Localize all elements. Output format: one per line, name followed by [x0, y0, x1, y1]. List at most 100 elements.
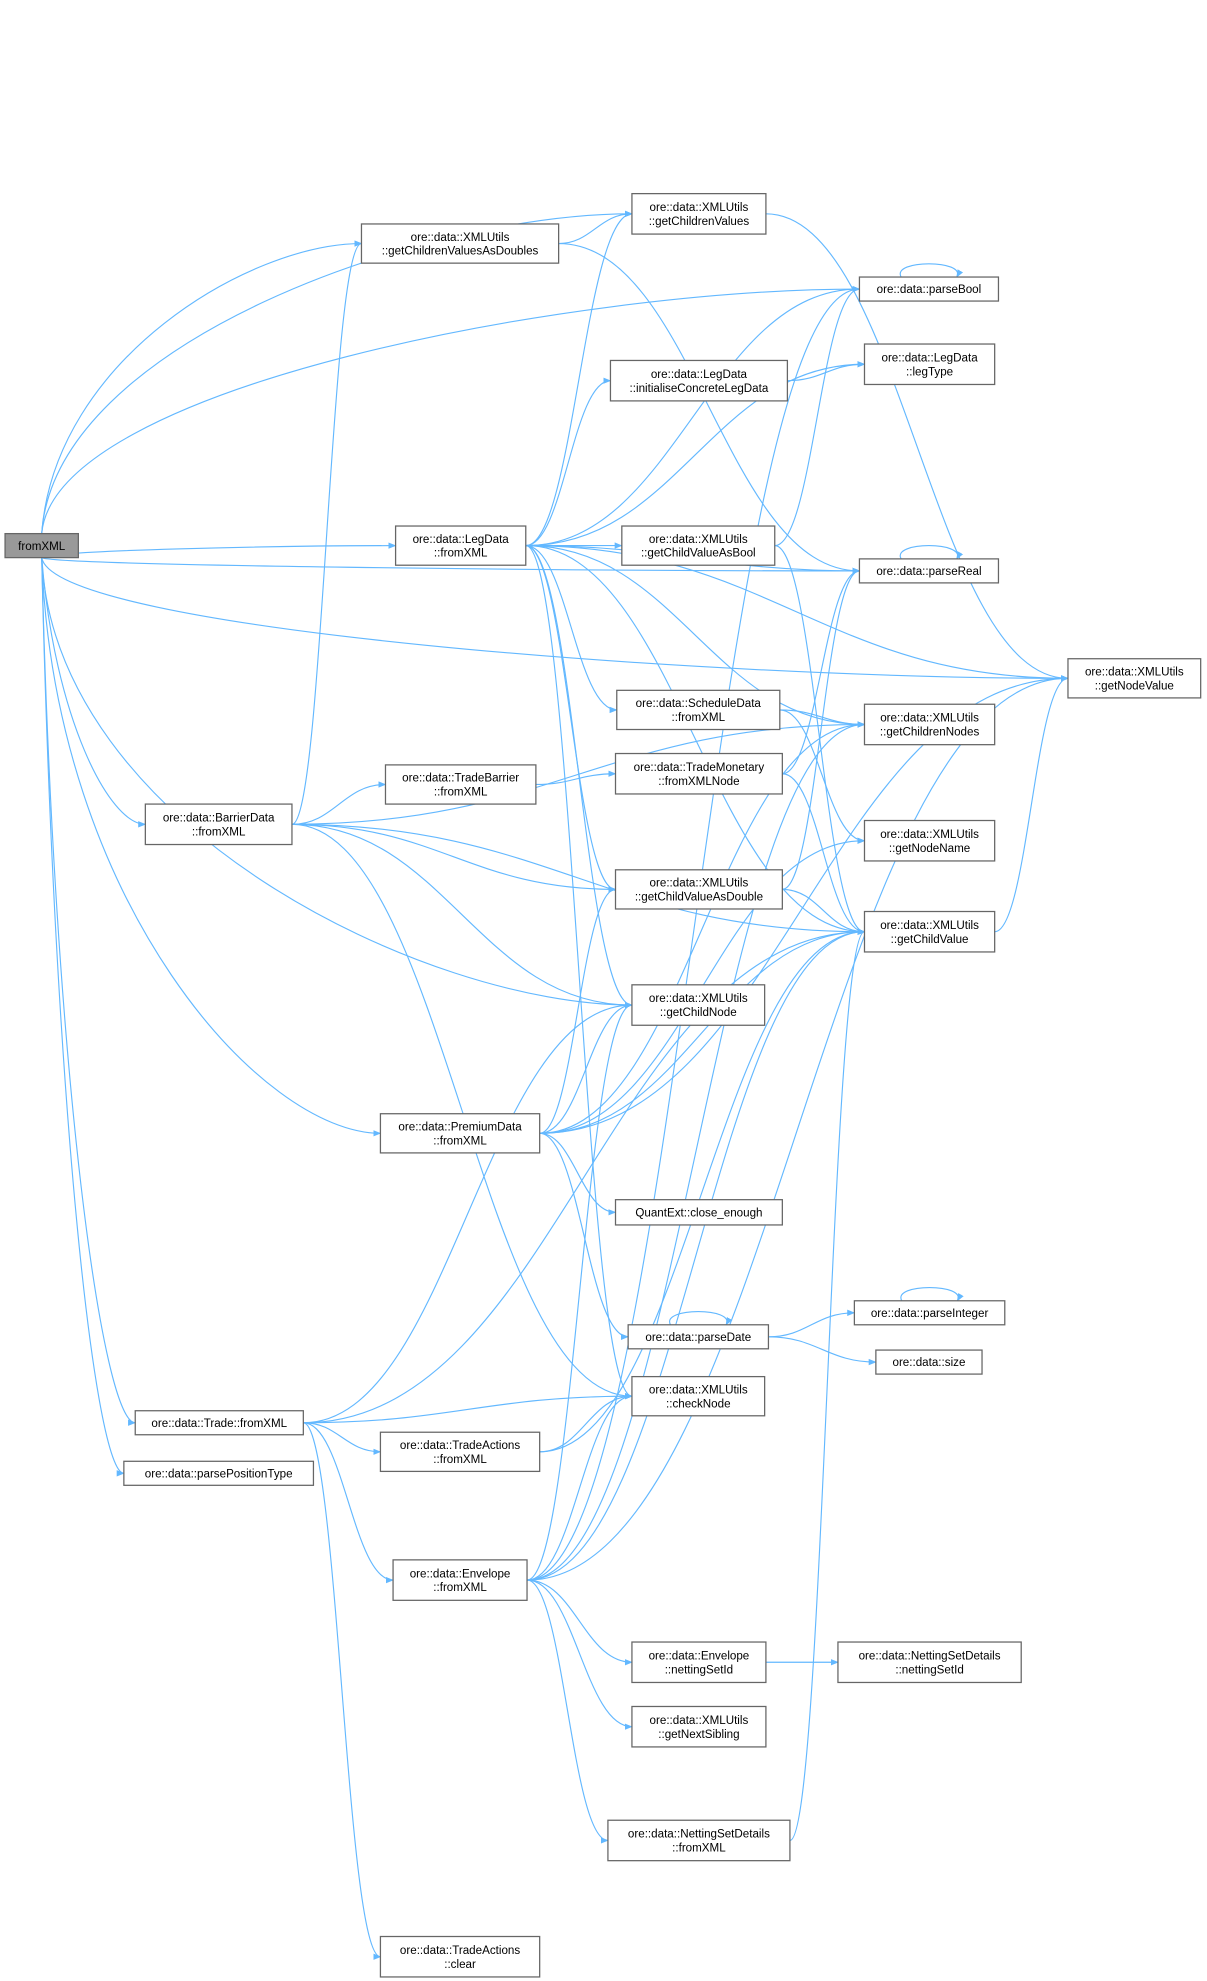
- node-trade-monetary-from-xmlnode[interactable]: ore::data::TradeMonetary::fromXMLNode: [614, 752, 783, 795]
- node-check-node[interactable]: ore::data::XMLUtils::checkNode: [631, 1375, 766, 1417]
- node-parse-real[interactable]: ore::data::parseReal: [858, 558, 1000, 584]
- edge-trade-from-xml-to-trade-actions-clear: [303, 1422, 382, 1960]
- node-get-children-nodes[interactable]: ore::data::XMLUtils::getChildrenNodes: [863, 703, 996, 746]
- node-box: [614, 752, 783, 795]
- node-from-xml[interactable]: fromXML: [4, 532, 79, 559]
- node-get-node-value[interactable]: ore::data::XMLUtils::getNodeValue: [1067, 658, 1202, 699]
- edge-leg-data-from-xml-to-check-node: [525, 545, 633, 1400]
- node-label: ore::data::Envelope: [649, 1649, 750, 1662]
- node-label: ore::data::XMLUtils: [650, 877, 749, 890]
- node-box: [394, 525, 527, 566]
- node-box: [853, 1300, 1006, 1326]
- edge-trade-monetary-from-xmlnode-to-parse-real: [782, 567, 861, 775]
- node-envelope-netting-set-id[interactable]: ore::data::Envelope::nettingSetId: [631, 1641, 767, 1684]
- node-leg-data-from-xml[interactable]: ore::data::LegData::fromXML: [394, 525, 527, 566]
- node-box: [134, 1410, 304, 1436]
- edge-get-child-value-as-bool-to-parse-bool: [774, 285, 861, 547]
- node-netting-set-details-from-xml[interactable]: ore::data::NettingSetDetails::fromXML: [607, 1819, 791, 1862]
- node-label: ::fromXML: [434, 547, 488, 560]
- edge-leg-data-from-xml-to-leg-type: [525, 361, 866, 547]
- node-label: fromXML: [18, 540, 66, 553]
- node-envelope-from-xml[interactable]: ore::data::Envelope::fromXML: [392, 1559, 528, 1601]
- node-label: ore::data::parseInteger: [871, 1307, 989, 1320]
- node-label: ore::data::parseBool: [877, 283, 982, 296]
- node-netting-set-details-netting-set-id[interactable]: ore::data::NettingSetDetails::nettingSet…: [837, 1641, 1022, 1684]
- node-get-child-value-as-double[interactable]: ore::data::XMLUtils::getChildValueAsDoub…: [614, 869, 783, 910]
- node-parse-position-type[interactable]: ore::data::parsePositionType: [123, 1460, 315, 1486]
- edge-from-xml-to-parse-real: [41, 557, 861, 575]
- node-get-children-values[interactable]: ore::data::XMLUtils::getChildrenValues: [631, 192, 767, 235]
- node-label: ::getChildrenValuesAsDoubles: [382, 245, 539, 258]
- node-box: [631, 1705, 767, 1748]
- edge-barrier-data-from-xml-to-get-child-value-as-double: [291, 823, 617, 893]
- node-get-next-sibling[interactable]: ore::data::XMLUtils::getNextSibling: [631, 1705, 767, 1748]
- edge-barrier-data-from-xml-to-get-child-node: [291, 823, 633, 1009]
- edge-premium-data-from-xml-to-get-children-nodes: [539, 721, 866, 1134]
- node-label: QuantExt::close_enough: [635, 1206, 762, 1219]
- node-box: [631, 984, 766, 1026]
- node-label: ore::data::TradeBarrier: [402, 772, 519, 785]
- node-label: ::getNodeValue: [1095, 679, 1174, 692]
- edge-premium-data-from-xml-to-parse-date: [539, 1132, 629, 1340]
- node-barrier-data-from-xml[interactable]: ore::data::BarrierData::fromXML: [144, 803, 293, 846]
- node-label: ore::data::TradeActions: [400, 1944, 520, 1957]
- edge-barrier-data-from-xml-to-get-child-value: [291, 823, 866, 935]
- node-size[interactable]: ore::data::size: [875, 1349, 983, 1375]
- node-schedule-data-from-xml[interactable]: ore::data::ScheduleData::fromXML: [616, 689, 781, 731]
- edge-envelope-from-xml-to-check-node: [527, 1393, 633, 1581]
- node-leg-type[interactable]: ore::data::LegData::legType: [863, 343, 996, 386]
- edge-envelope-from-xml-to-get-next-sibling: [527, 1579, 633, 1730]
- node-label: ::legType: [906, 365, 953, 378]
- node-label: ore::data::TradeMonetary: [634, 761, 765, 774]
- node-get-children-values-as-doubles[interactable]: ore::data::XMLUtils::getChildrenValuesAs…: [360, 223, 560, 264]
- node-label: ::getChildValue: [891, 933, 969, 946]
- edge-envelope-from-xml-to-parse-bool: [527, 285, 861, 1581]
- node-label: ore::data::Trade::fromXML: [151, 1417, 287, 1430]
- node-label: ore::data::parseReal: [876, 565, 981, 578]
- node-get-child-value[interactable]: ore::data::XMLUtils::getChildValue: [863, 910, 996, 953]
- edge-barrier-data-from-xml-to-get-children-values-as-doubles: [291, 240, 363, 825]
- node-label: ::getChildValueAsBool: [641, 547, 756, 560]
- edge-trade-monetary-from-xmlnode-to-get-child-value: [782, 773, 866, 935]
- edge-trade-from-xml-to-trade-actions-from-xml: [303, 1422, 382, 1455]
- node-get-node-name[interactable]: ore::data::XMLUtils::getNodeName: [863, 819, 996, 862]
- node-box: [384, 764, 537, 805]
- edge-schedule-data-from-xml-to-get-node-name: [779, 709, 866, 844]
- node-label: ore::data::TradeActions: [400, 1439, 520, 1452]
- node-box: [1067, 658, 1202, 699]
- node-initialise-concrete-leg-data[interactable]: ore::data::LegData::initialiseConcreteLe…: [609, 359, 789, 402]
- edge-from-xml-to-leg-data-from-xml: [41, 542, 397, 559]
- node-trade-barrier-from-xml[interactable]: ore::data::TradeBarrier::fromXML: [384, 764, 537, 805]
- node-box: [863, 343, 996, 386]
- node-label: ::fromXMLNode: [658, 775, 739, 788]
- node-label: ore::data::LegData: [651, 368, 748, 381]
- node-trade-actions-from-xml[interactable]: ore::data::TradeActions::fromXML: [379, 1431, 541, 1473]
- node-box: [609, 359, 789, 402]
- edge-envelope-from-xml-to-get-child-value: [527, 928, 866, 1581]
- node-label: ::nettingSetId: [665, 1663, 733, 1676]
- node-parse-date[interactable]: ore::data::parseDate: [627, 1324, 770, 1350]
- node-trade-actions-clear[interactable]: ore::data::TradeActions::clear: [379, 1935, 541, 1978]
- node-premium-data-from-xml[interactable]: ore::data::PremiumData::fromXML: [379, 1113, 541, 1154]
- edge-get-child-value-as-double-to-get-child-value: [782, 888, 866, 935]
- node-close-enough[interactable]: QuantExt::close_enough: [614, 1199, 783, 1226]
- node-box: [858, 276, 1000, 302]
- edge-leg-data-from-xml-to-initialise-concrete-leg-data: [525, 377, 612, 547]
- self-loop-parse-real: [899, 545, 964, 560]
- node-trade-from-xml[interactable]: ore::data::Trade::fromXML: [134, 1410, 304, 1436]
- node-label: ore::data::XMLUtils: [411, 231, 510, 244]
- node-label: ::getNodeName: [889, 842, 970, 855]
- node-label: ::getChildrenValues: [649, 215, 750, 228]
- node-parse-bool[interactable]: ore::data::parseBool: [858, 276, 1000, 302]
- node-parse-integer[interactable]: ore::data::parseInteger: [853, 1300, 1006, 1326]
- node-get-child-value-as-bool[interactable]: ore::data::XMLUtils::getChildValueAsBool: [621, 525, 776, 566]
- edge-premium-data-from-xml-to-close-enough: [539, 1132, 617, 1216]
- edge-from-xml-to-get-children-values: [41, 210, 633, 534]
- node-label: ::getChildNode: [660, 1006, 737, 1019]
- node-get-child-node[interactable]: ore::data::XMLUtils::getChildNode: [631, 984, 766, 1026]
- node-label: ::fromXML: [433, 1453, 487, 1466]
- node-box: [875, 1349, 983, 1375]
- edge-premium-data-from-xml-to-get-child-value: [539, 928, 866, 1134]
- self-loop-parse-integer: [900, 1287, 964, 1302]
- edge-trade-actions-from-xml-to-get-child-value: [539, 928, 866, 1453]
